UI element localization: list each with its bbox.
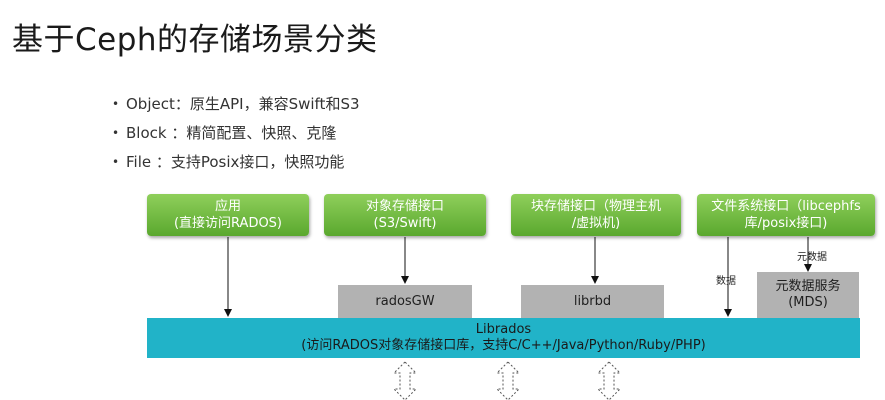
component-sublabel: (MDS): [788, 295, 828, 310]
bullet-marker: •: [112, 126, 120, 140]
interface-label: 应用: [214, 199, 241, 214]
interface-object-storage: 对象存储接口 (S3/Swift): [324, 194, 486, 236]
interface-sublabel: 库/posix接口): [744, 216, 828, 231]
interface-sublabel: (S3/Swift): [373, 216, 437, 231]
component-librbd: librbd: [521, 285, 664, 318]
bullet-marker: •: [112, 155, 120, 169]
bullet-marker: •: [112, 97, 120, 111]
edge-label-data: 数据: [716, 276, 736, 287]
list-item-text: File ：支持Posix接口，快照功能: [126, 153, 345, 171]
interface-sublabel: (直接访问RADOS): [173, 216, 283, 231]
list-item-text: Object：原生API，兼容Swift和S3: [126, 95, 360, 113]
interface-sublabel: /虚拟机): [571, 216, 621, 231]
component-label: radosGW: [375, 293, 435, 309]
list-item-text: Block ：精简配置、快照、克隆: [126, 124, 337, 142]
component-label: 元数据服务: [775, 279, 841, 294]
double-arrow-3: [596, 361, 622, 400]
component-mds: 元数据服务 (MDS): [757, 272, 859, 318]
interface-label: 文件系统接口（libcephfs: [711, 199, 861, 214]
page-title: 基于Ceph的存储场景分类: [12, 22, 378, 58]
librados-description: (访问RADOS对象存储接口库，支持C/C++/Java/Python/Ruby…: [301, 338, 706, 353]
component-radosgw: radosGW: [338, 285, 472, 318]
edge-label-metadata: 元数据: [797, 252, 827, 263]
list-item-object: • Object：原生API，兼容Swift和S3: [112, 92, 360, 121]
list-item-block: • Block ：精简配置、快照、克隆: [112, 121, 360, 150]
interface-block-storage: 块存储接口（物理主机 /虚拟机): [511, 194, 681, 236]
interface-app: 应用 (直接访问RADOS): [147, 194, 309, 236]
component-label: librbd: [573, 293, 612, 309]
interface-label: 对象存储接口: [365, 199, 444, 214]
librados-layer: Librados (访问RADOS对象存储接口库，支持C/C++/Java/Py…: [147, 318, 860, 358]
librados-label: Librados: [475, 322, 532, 337]
double-arrow-2: [495, 361, 521, 400]
list-item-file: • File ：支持Posix接口，快照功能: [112, 150, 360, 179]
interface-file-system: 文件系统接口（libcephfs 库/posix接口): [697, 194, 875, 236]
feature-list: • Object：原生API，兼容Swift和S3 • Block ：精简配置、快照…: [112, 92, 360, 179]
interface-label: 块存储接口（物理主机: [530, 199, 661, 214]
double-arrow-1: [392, 361, 418, 400]
